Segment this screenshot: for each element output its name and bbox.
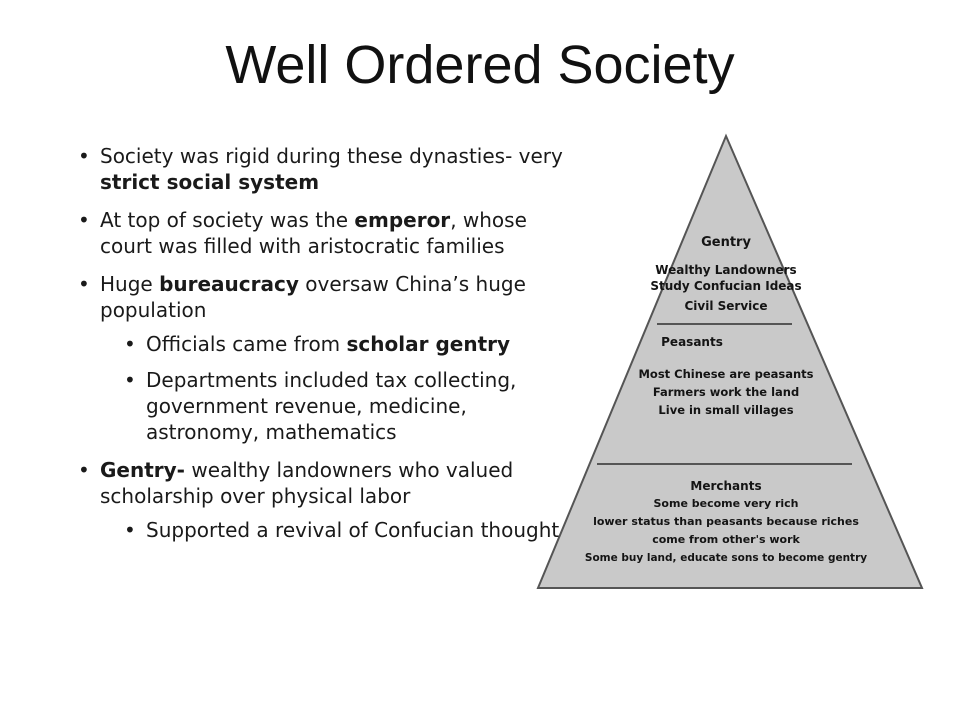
bullet-item: Gentry- wealthy landowners who valued sc… — [76, 457, 566, 543]
gentry-line: Civil Service — [684, 299, 767, 313]
peasants-line: Live in small villages — [658, 403, 793, 417]
bullet-emphasis: bureaucracy — [159, 272, 299, 296]
merchants-heading: Merchants — [690, 479, 761, 493]
bullet-text: Supported a revival of Confucian thought — [146, 518, 560, 542]
merchants-line: Some buy land, educate sons to become ge… — [585, 552, 867, 564]
peasants-line: Most Chinese are peasants — [638, 367, 813, 381]
sub-bullet-item: Departments included tax collecting, gov… — [122, 367, 566, 445]
bullet-text: Departments included tax collecting, gov… — [146, 368, 517, 444]
gentry-line: Wealthy Landowners — [655, 263, 796, 277]
bullet-text: wealthy landowners who valued scholarshi… — [100, 458, 514, 508]
bullet-item: At top of society was the emperor, whose… — [76, 207, 566, 259]
bullet-emphasis: Gentry- — [100, 458, 185, 482]
bullet-text: , whose court was filled with aristocrat… — [100, 208, 527, 258]
bullet-text: Officials came from — [146, 332, 347, 356]
merchants-line: come from other's work — [652, 533, 800, 546]
slide-title: Well Ordered Society — [225, 35, 735, 95]
gentry-line: Study Confucian Ideas — [650, 279, 801, 293]
merchants-line: lower status than peasants because riche… — [593, 515, 859, 528]
bullet-text: Society was rigid during these dynasties… — [100, 144, 563, 168]
peasants-line: Farmers work the land — [653, 385, 799, 399]
gentry-heading: Gentry — [701, 235, 751, 250]
bullet-item: Society was rigid during these dynasties… — [76, 143, 566, 195]
merchants-line: Some become very rich — [654, 497, 799, 510]
bullet-list: Society was rigid during these dynasties… — [76, 143, 566, 555]
bullet-emphasis: emperor — [354, 208, 451, 232]
sub-bullet-item: Officials came from scholar gentry — [122, 331, 566, 357]
bullet-emphasis: strict social system — [100, 170, 320, 194]
peasants-heading: Peasants — [661, 335, 723, 349]
bullet-emphasis: scholar gentry — [346, 332, 511, 356]
pyramid-outline — [536, 133, 924, 589]
bullet-text: At top of society was the — [100, 208, 355, 232]
sub-bullet-list: Supported a revival of Confucian thought — [100, 517, 566, 543]
social-pyramid: Gentry Wealthy Landowners Study Confucia… — [536, 133, 924, 589]
bullet-text: Huge — [100, 272, 160, 296]
sub-bullet-item: Supported a revival of Confucian thought — [122, 517, 566, 543]
bullet-item: Huge bureaucracy oversaw China’s huge po… — [76, 271, 566, 445]
bullet-text: oversaw China’s huge population — [100, 272, 526, 322]
sub-bullet-list: Officials came from scholar gentry Depar… — [100, 331, 566, 445]
